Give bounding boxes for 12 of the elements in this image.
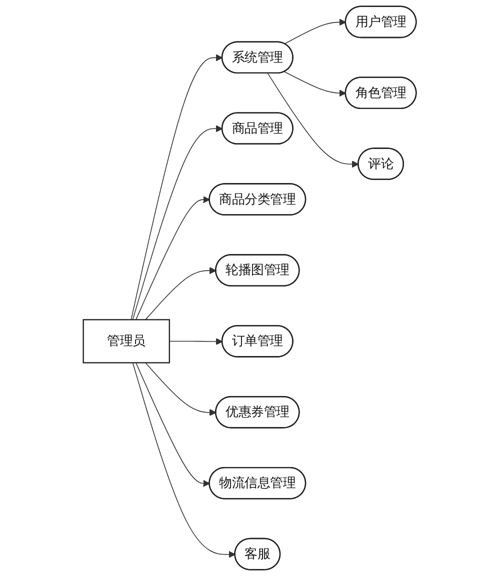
arrow <box>136 362 210 487</box>
arrow <box>268 72 360 168</box>
arrow <box>132 125 224 320</box>
arrow <box>136 196 210 320</box>
arrow <box>145 362 217 416</box>
arrow <box>284 71 346 97</box>
node-box: 管理员 <box>82 319 170 364</box>
arrow <box>145 267 217 320</box>
arrow <box>169 338 224 346</box>
arrow <box>284 18 346 44</box>
arrow <box>132 362 236 558</box>
arrow <box>131 54 224 320</box>
